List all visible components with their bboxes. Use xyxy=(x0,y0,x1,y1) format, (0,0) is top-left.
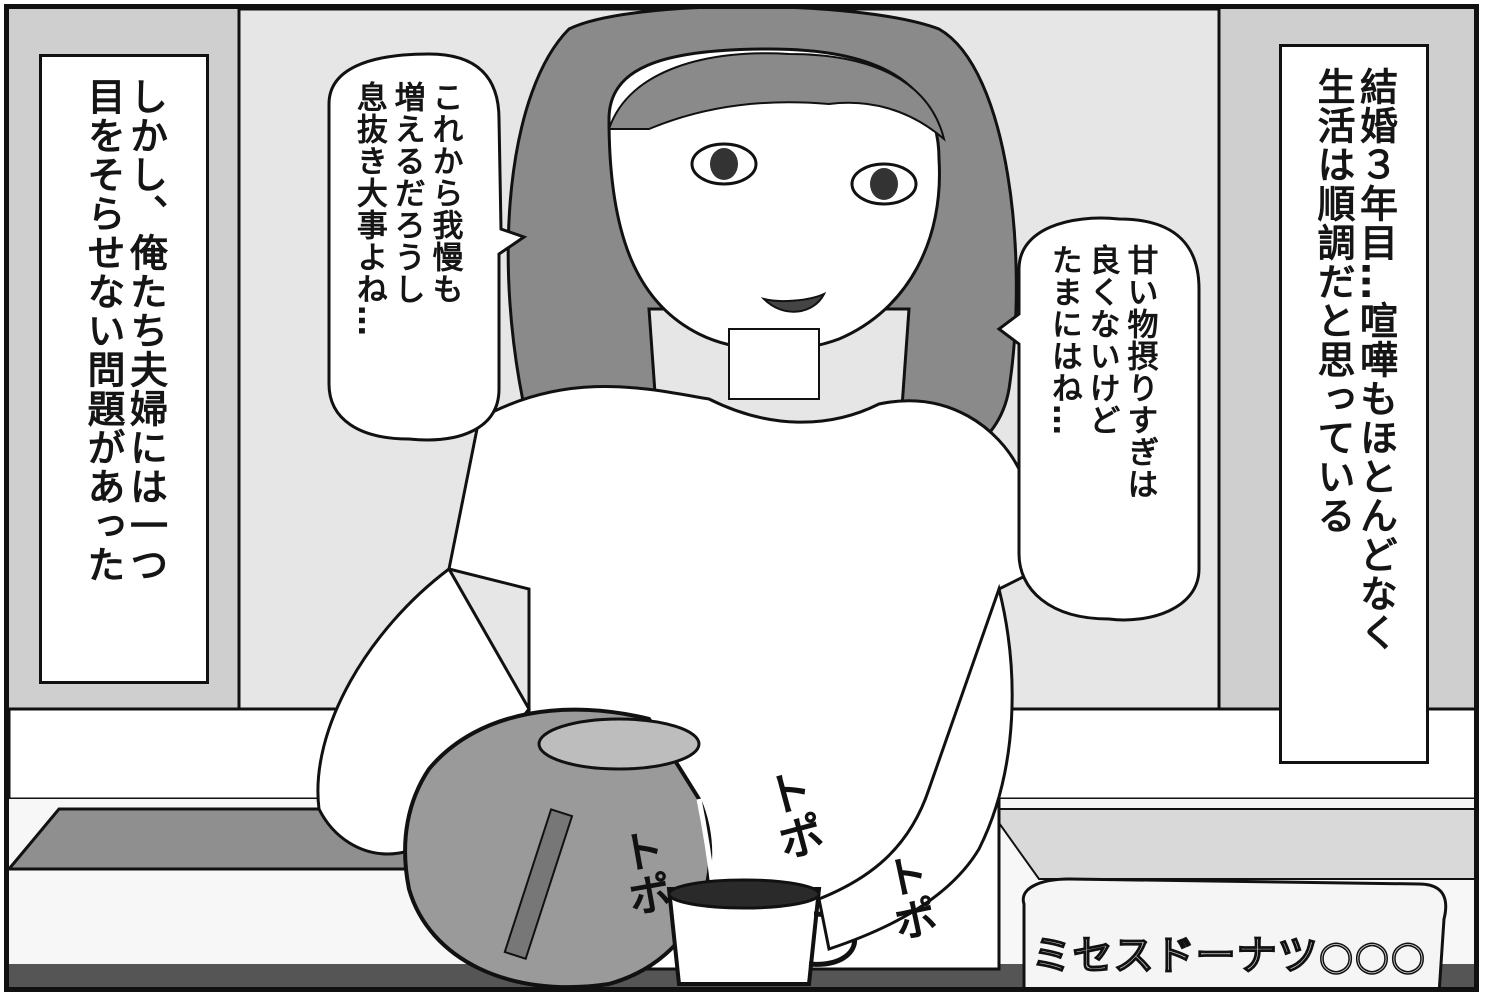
coffee xyxy=(667,878,821,910)
bangs xyxy=(607,52,946,142)
speech-text-left: これから我慢も 増えるだろうし 息抜き大事よね… xyxy=(350,81,463,337)
caption-text-left: しかし、俺たち夫婦には一つ 目をそらせない問題があった xyxy=(81,77,168,584)
right-counter xyxy=(987,808,1474,880)
face xyxy=(607,47,941,352)
neck xyxy=(728,328,820,400)
caption-text-right: 結婚３年目…喧嘩もほとんどなく 生活は順調だと思っている xyxy=(1311,67,1398,652)
manga-panel: 結婚３年目…喧嘩もほとんどなく 生活は順調だと思っている しかし、俺たち夫婦には… xyxy=(4,4,1479,992)
caption-box-left: しかし、俺たち夫婦には一つ 目をそらせない問題があった xyxy=(39,54,209,684)
sign-board xyxy=(1021,877,1448,987)
kettle-lid xyxy=(537,717,701,771)
caption-box-right: 結婚３年目…喧嘩もほとんどなく 生活は順調だと思っている xyxy=(1279,44,1429,764)
donut-shop-sign-text: ミセスドーナツ○○○ xyxy=(1031,932,1427,980)
speech-bubble-left xyxy=(327,52,528,442)
mouth xyxy=(760,291,827,313)
left-pupil xyxy=(710,148,738,180)
kettle-window xyxy=(503,808,574,961)
speech-bubble-right xyxy=(996,216,1201,622)
panel-artwork xyxy=(9,9,1474,987)
right-pupil xyxy=(870,168,898,200)
right-arm xyxy=(817,583,1014,951)
speech-text-right: 甘い物摂りすぎは 良くないけど たまにはね… xyxy=(1045,244,1158,500)
